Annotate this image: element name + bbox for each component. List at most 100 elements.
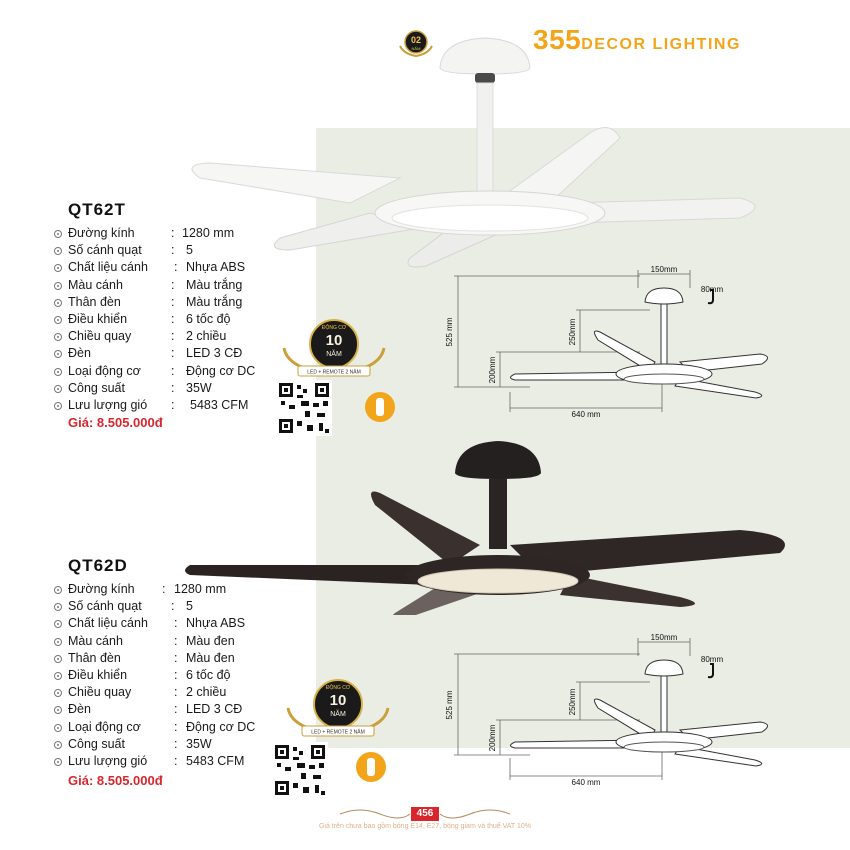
badge-top-text: ĐỘNG CƠ (322, 324, 347, 331)
spec-value: LED 3 CĐ (186, 702, 243, 717)
bullet-icon (54, 671, 62, 680)
spec-value: 1280 mm (174, 582, 227, 596)
spec-row: Lưu lượng gió:5483 CFM (54, 397, 314, 414)
bullet-icon (54, 333, 62, 342)
spec-row: Số cánh quạt:5 (54, 242, 314, 259)
spec-label: Công suất (68, 736, 125, 751)
badge-bottom-text: LED + REMOTE 2 NĂM (311, 729, 364, 736)
product-2-specs: Đường kính:1280 mm Số cánh quạt:5 Chất l… (54, 581, 314, 770)
dim1-body-height: 200mm (488, 356, 497, 383)
spec-value: Màu trắng (186, 277, 243, 292)
dim1-total-height: 525 mm (445, 317, 454, 346)
spec-colon: : (174, 616, 178, 631)
spec-colon: : (171, 243, 175, 258)
spec-label: Lưu lượng gió (68, 397, 148, 412)
product-1-price: Giá: 8.505.000đ (68, 415, 163, 430)
product-2-model: QT62D (68, 556, 128, 575)
badge-unit: NĂM (326, 349, 342, 358)
bullet-icon (54, 654, 62, 663)
dim2-total-height: 525 mm (445, 690, 454, 719)
spec-label: Màu cánh (68, 277, 123, 292)
brand-name: DECOR LIGHTING (581, 36, 741, 53)
badge-top-text: ĐỘNG CƠ (326, 684, 351, 691)
dim2-mount-width: 150mm (651, 633, 678, 642)
spec-colon: : (174, 685, 178, 700)
footer-ornament (340, 809, 510, 819)
spec-colon: : (171, 397, 175, 412)
product-2-price: Giá: 8.505.000đ (68, 773, 163, 788)
spec-label: Đèn (68, 346, 91, 361)
spec-label: Thân đèn (68, 294, 121, 309)
badge-number: 10 (330, 692, 347, 709)
dim2-hook: 80mm (701, 655, 724, 664)
bullet-icon (54, 315, 62, 324)
dimension-diagram-2: 150mm 80mm 525 mm 250mm 200mm 640 mm (445, 633, 768, 787)
spec-row: Màu cánh:Màu đen (54, 633, 314, 650)
bullet-icon (54, 264, 62, 273)
spec-colon: : (171, 329, 175, 344)
dim1-span: 640 mm (572, 410, 601, 419)
fan-photo-dark (185, 441, 785, 615)
product-1-warranty-badge: ĐỘNG CƠ 10 NĂM LED + REMOTE 2 NĂM (282, 319, 386, 377)
bullet-icon (54, 637, 62, 646)
spec-value: Nhựa ABS (186, 616, 246, 631)
spec-row: Công suất:35W (54, 736, 314, 753)
spec-label: Lưu lượng gió (68, 753, 148, 768)
spec-value: 5 (186, 599, 193, 614)
spec-row: Lưu lượng gió:5483 CFM (54, 753, 314, 770)
spec-row: Chất liệu cánh:Nhựa ABS (54, 615, 314, 632)
bullet-icon (54, 723, 62, 732)
spec-label: Công suất (68, 380, 125, 395)
product-2-remote-icon (356, 752, 386, 782)
spec-label: Đèn (68, 702, 91, 717)
spec-value: 5 (186, 243, 193, 258)
spec-colon: : (171, 277, 175, 292)
spec-value: Động cơ DC (186, 363, 256, 378)
product-2-qr-code (272, 742, 328, 798)
badge-number: 10 (326, 332, 343, 349)
spec-value: 35W (186, 380, 212, 395)
spec-row: Chiều quay:2 chiều (54, 684, 314, 701)
dim2-span: 640 mm (572, 778, 601, 787)
spec-colon: : (171, 311, 175, 326)
spec-row: Số cánh quạt:5 (54, 598, 314, 615)
spec-label: Loại động cơ (68, 719, 141, 734)
bullet-icon (54, 230, 62, 238)
spec-label: Màu cánh (68, 633, 123, 648)
spec-row: Loại động cơ:Động cơ DC (54, 363, 314, 380)
spec-colon: : (174, 667, 178, 682)
spec-label: Chiều quay (68, 685, 132, 700)
spec-label: Đường kính (68, 582, 135, 596)
spec-row: Đèn:LED 3 CĐ (54, 345, 314, 362)
spec-label: Số cánh quạt (68, 599, 142, 614)
badge02-unit: NĂM (412, 46, 421, 51)
spec-colon: : (171, 380, 175, 395)
product-2-warranty-badge: ĐỘNG CƠ 10 NĂM LED + REMOTE 2 NĂM (286, 679, 390, 737)
brand-logo: 355DECOR LIGHTING (533, 24, 741, 56)
spec-row: Thân đèn:Màu trắng (54, 294, 314, 311)
spec-value: Nhựa ABS (186, 260, 246, 275)
spec-colon: : (174, 260, 178, 275)
bullet-icon (54, 586, 62, 594)
spec-row: Đường kính:1280 mm (54, 581, 314, 598)
spec-label: Loại động cơ (68, 363, 141, 378)
product-1-specs: Đường kính:1280 mm Số cánh quạt:5 Chất l… (54, 225, 314, 414)
dim1-downrod: 250mm (568, 318, 577, 345)
warranty-badge-02: 02 NĂM (399, 30, 433, 58)
remote-body (367, 758, 375, 776)
product-1-remote-icon (365, 392, 395, 422)
bullet-icon (54, 757, 62, 766)
spec-row: Đèn:LED 3 CĐ (54, 701, 314, 718)
bullet-icon (54, 706, 62, 715)
dim1-mount-width: 150mm (651, 265, 678, 274)
bullet-icon (54, 367, 62, 376)
spec-label: Điều khiển (68, 311, 128, 326)
bullet-icon (54, 401, 62, 410)
brand-number: 355 (533, 24, 582, 55)
spec-value: 2 chiều (186, 329, 227, 344)
product-1-qr-code (276, 380, 332, 436)
spec-label: Số cánh quạt (68, 243, 142, 258)
spec-value: Động cơ DC (186, 719, 256, 734)
badge-bottom-text: LED + REMOTE 2 NĂM (307, 369, 360, 376)
spec-colon: : (174, 753, 178, 768)
